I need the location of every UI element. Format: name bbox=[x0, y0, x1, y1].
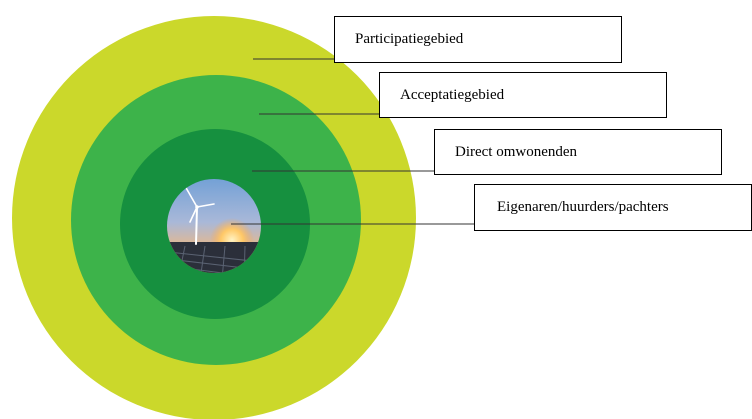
label-text: Participatiegebied bbox=[355, 31, 464, 47]
label-text: Acceptatiegebied bbox=[400, 86, 505, 103]
label-participatiegebied: Participatiegebied bbox=[334, 16, 622, 63]
leader-lines bbox=[231, 58, 474, 225]
label-acceptatiegebied: Acceptatiegebied bbox=[379, 72, 667, 118]
label-eigenaren-huurders-pachters: Eigenaren/huurders/pachters bbox=[474, 184, 752, 231]
label-direct-omwonenden: Direct omwonenden bbox=[434, 129, 722, 175]
label-text: Eigenaren/huurders/pachters bbox=[497, 199, 669, 215]
label-text: Direct omwonenden bbox=[455, 143, 578, 160]
